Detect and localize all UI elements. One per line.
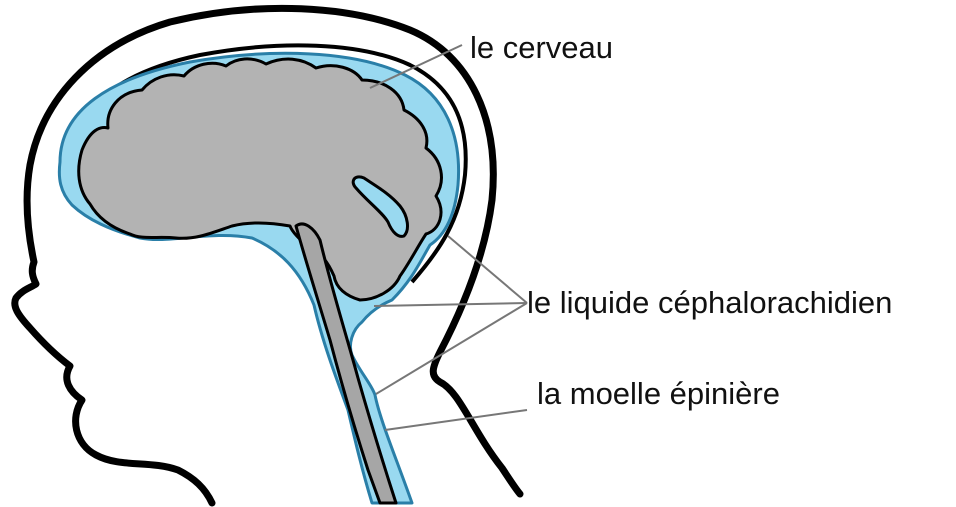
brain	[79, 59, 442, 300]
csf-leader-line-3	[376, 303, 527, 394]
spinal-cord-leader-line	[385, 410, 527, 430]
label-spinal-cord: la moelle épinière	[537, 376, 780, 411]
label-csf: le liquide céphalorachidien	[527, 285, 892, 320]
csf-leader-line-1	[448, 236, 527, 303]
label-brain: le cerveau	[470, 30, 613, 65]
csf-leader-line-2	[374, 303, 527, 306]
